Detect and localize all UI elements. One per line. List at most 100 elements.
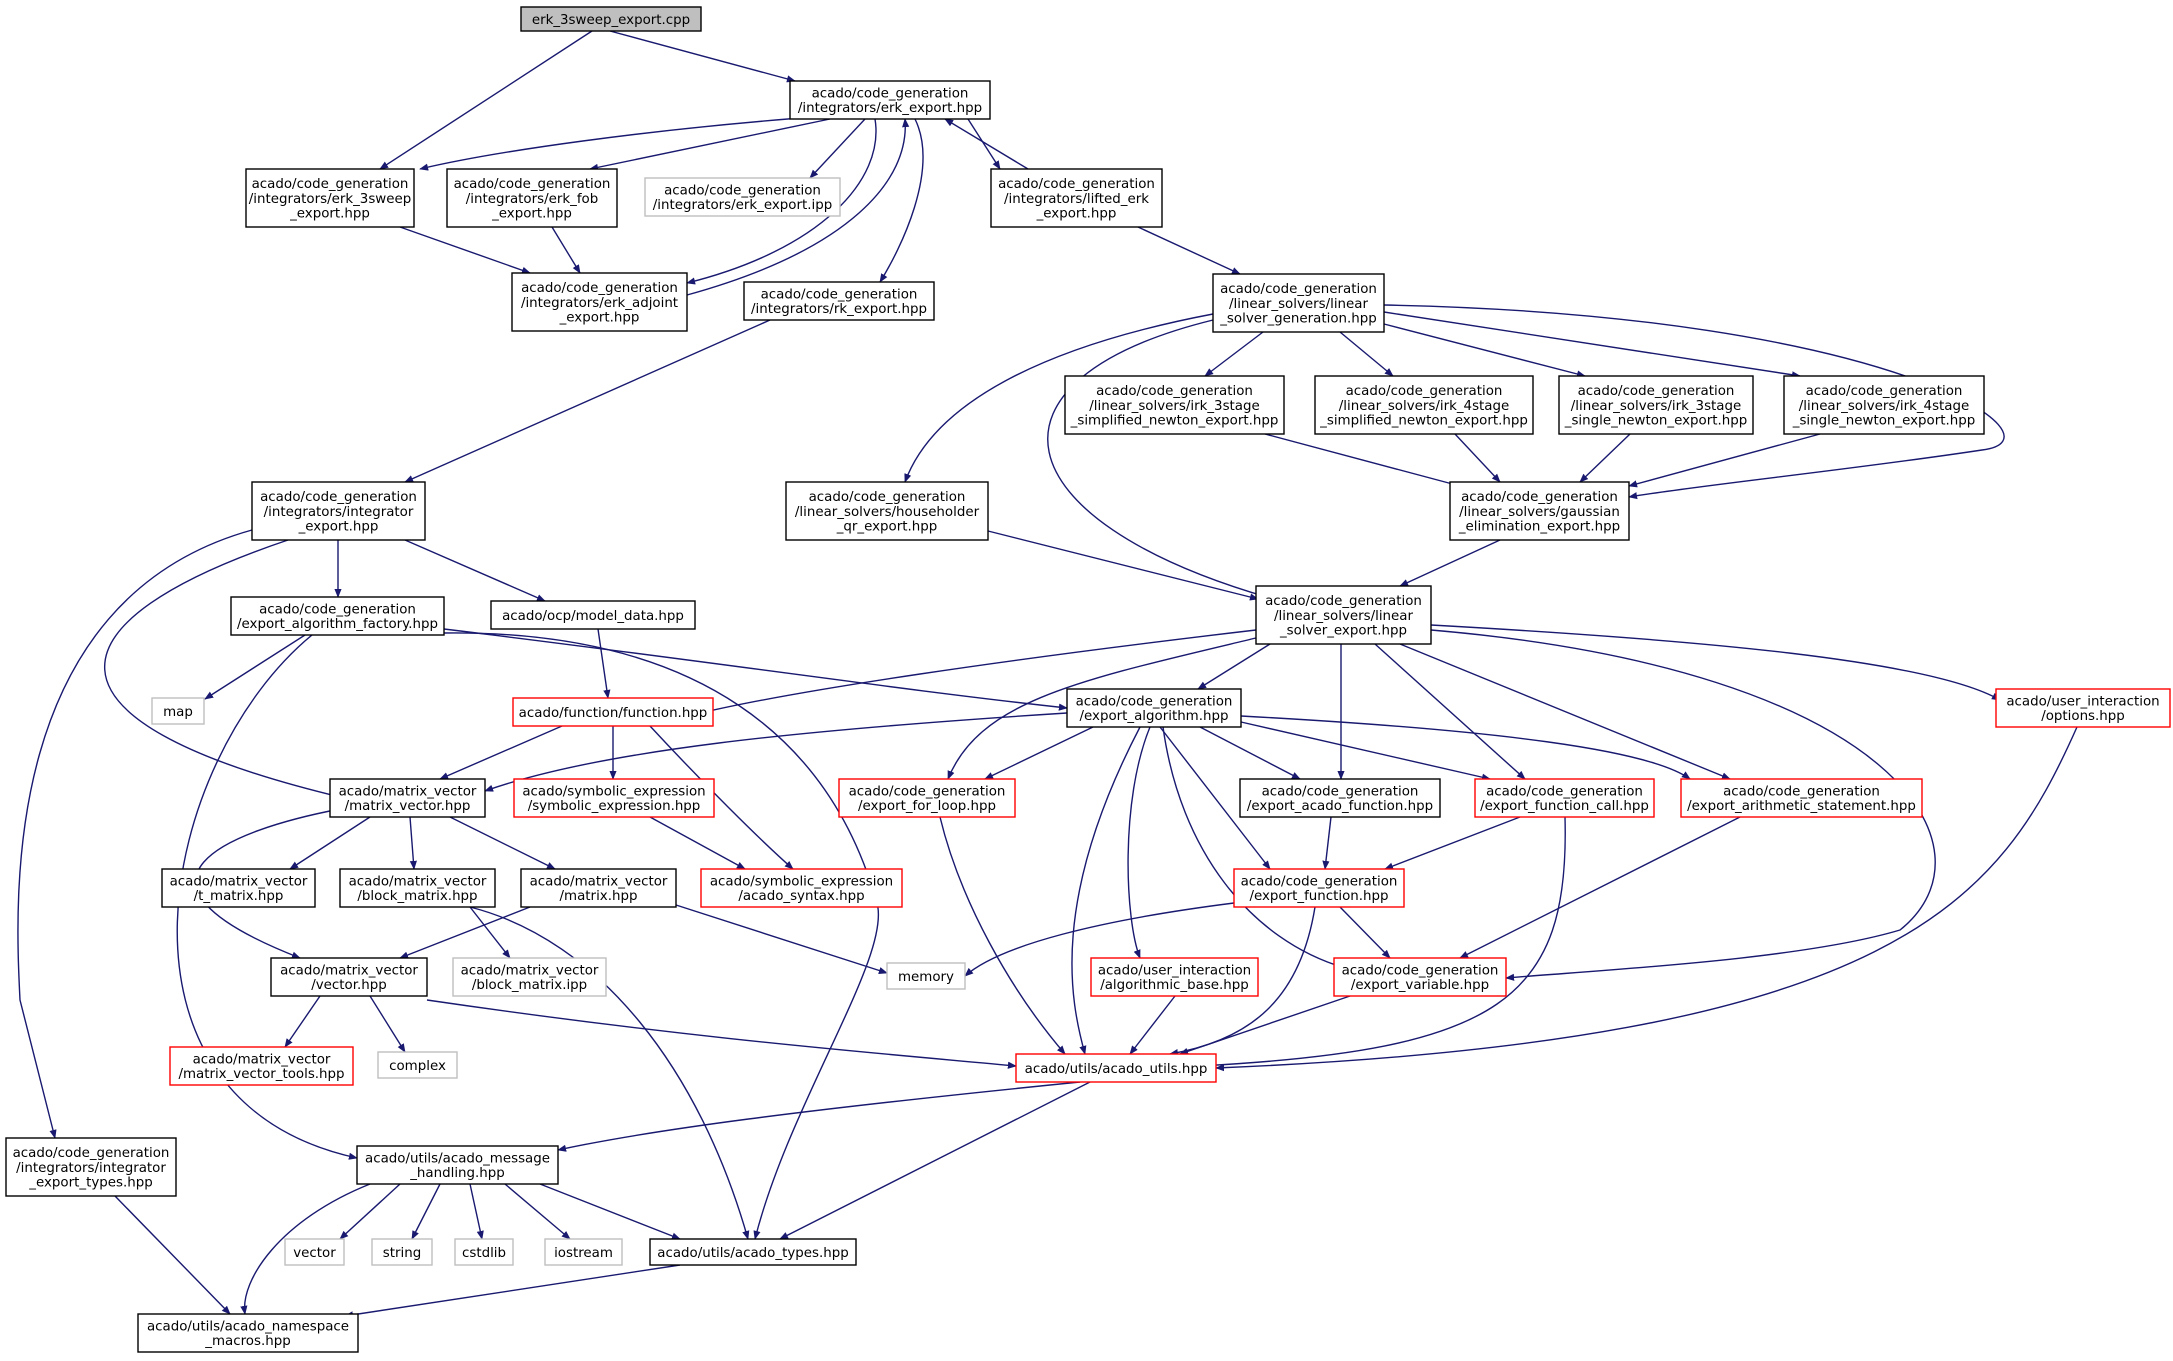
node-label-line: /linear_solvers/linear [1274, 609, 1414, 624]
node-box [454, 1238, 514, 1266]
edge-rk_export-to-integrator_export [404, 319, 771, 483]
node-vector[interactable]: acado/matrix_vector/vector.hpp [270, 957, 428, 997]
node-integrator_export[interactable]: acado/code_generation/integrators/integr… [251, 481, 426, 541]
node-gaussian[interactable]: acado/code_generation/linear_solvers/gau… [1449, 481, 1630, 541]
node-label-line: _export_types.hpp [28, 1175, 152, 1190]
node-complex: complex [377, 1051, 458, 1079]
node-label-line: acado/code_generation [1241, 875, 1398, 890]
node-acado_types[interactable]: acado/utils/acado_types.hpp [649, 1238, 857, 1266]
node-alg_factory[interactable]: acado/code_generation/export_algorithm_f… [230, 596, 445, 636]
node-label-line: /integrators/rk_export.hpp [751, 302, 927, 317]
node-arith[interactable]: acado/code_generation/export_arithmetic_… [1680, 778, 1923, 818]
node-erk_export[interactable]: acado/code_generation/integrators/erk_ex… [789, 80, 991, 120]
node-erk_fob[interactable]: acado/code_generation/integrators/erk_fo… [446, 168, 618, 228]
node-box [446, 168, 618, 228]
edge-symbolic_expr-to-acado_syntax [649, 816, 746, 870]
edge-lin_gen-to-gaussian [1383, 304, 2005, 500]
node-lin_gen[interactable]: acado/code_generation/linear_solvers/lin… [1212, 273, 1385, 333]
node-integrator_types[interactable]: acado/code_generation/integrators/integr… [5, 1137, 177, 1197]
node-label-line: acado/code_generation [809, 490, 966, 505]
edge-export_algorithm-to-export_function [1159, 726, 1271, 870]
node-options[interactable]: acado/user_interaction/options.hpp [1995, 688, 2171, 728]
node-box [339, 868, 496, 908]
node-label-line: acado/code_generation [1076, 695, 1233, 710]
node-label-line: /export_for_loop.hpp [858, 799, 996, 814]
node-msg_handling[interactable]: acado/utils/acado_message_handling.hpp [356, 1145, 559, 1185]
edge-irk3_single-to-gaussian [1579, 433, 1631, 483]
node-label-line: /symbolic_expression.hpp [528, 799, 701, 814]
node-box [700, 868, 903, 908]
node-alg_base[interactable]: acado/user_interaction/algorithmic_base.… [1090, 957, 1259, 997]
node-rk_export[interactable]: acado/code_generation/integrators/rk_exp… [743, 281, 935, 321]
node-matrix[interactable]: acado/matrix_vector/matrix.hpp [520, 868, 677, 908]
node-acado_function[interactable]: acado/code_generation/export_acado_funct… [1239, 778, 1441, 818]
node-label-line: acado/code_generation [454, 177, 611, 192]
node-namespace_macros[interactable]: acado/utils/acado_namespace_macros.hpp [137, 1313, 359, 1353]
node-acado_syntax[interactable]: acado/symbolic_expression/acado_syntax.h… [700, 868, 903, 908]
edge-acado_function-to-export_function [1322, 816, 1332, 870]
node-label-line: acado/user_interaction [1098, 964, 1251, 979]
node-box [284, 1238, 345, 1266]
node-label-line: acado/matrix_vector [530, 875, 668, 890]
node-symbolic_expr[interactable]: acado/symbolic_expression/symbolic_expre… [513, 778, 715, 818]
edge-matrix_vector-to-matrix [449, 816, 556, 870]
edge-export_algorithm-to-acado_utils [1071, 726, 1141, 1055]
node-label-line: memory [898, 970, 954, 985]
edge-msg_handling-to-cstdlib [469, 1183, 484, 1240]
node-label-line: _simplified_newton_export.hpp [1070, 413, 1279, 428]
node-acado_utils[interactable]: acado/utils/acado_utils.hpp [1015, 1053, 1217, 1083]
node-label-line: /linear_solvers/linear [1229, 297, 1369, 312]
edge-export_function-to-memory [964, 902, 1235, 977]
node-box [1449, 481, 1630, 541]
node-export_algorithm[interactable]: acado/code_generation/export_algorithm.h… [1066, 688, 1242, 728]
edge-erk_export-to-erk_ipp [809, 118, 866, 179]
edge-msg_handling-to-acado_types [539, 1183, 681, 1240]
node-box [789, 80, 991, 120]
node-function[interactable]: acado/function/function.hpp [512, 697, 714, 727]
node-erk_3sweep[interactable]: acado/code_generation/integrators/erk_3s… [245, 168, 415, 228]
node-block_matrix[interactable]: acado/matrix_vector/block_matrix.hpp [339, 868, 496, 908]
node-label-line: _export.hpp [298, 519, 379, 534]
node-label-line: acado/utils/acado_types.hpp [657, 1246, 848, 1261]
node-irk3_simp[interactable]: acado/code_generation/linear_solvers/irk… [1064, 375, 1285, 435]
node-irk4_single[interactable]: acado/code_generation/linear_solvers/irk… [1783, 375, 1985, 435]
node-label-line: /integrators/integrator [16, 1161, 166, 1176]
node-for_loop[interactable]: acado/code_generation/export_for_loop.hp… [838, 778, 1016, 818]
node-label-line: acado/code_generation [521, 281, 678, 296]
edge-lifted_erk-to-erk_export [944, 118, 1029, 170]
node-label-line: /export_algorithm_factory.hpp [237, 617, 438, 632]
node-mv_tools[interactable]: acado/matrix_vector/matrix_vector_tools.… [169, 1046, 354, 1086]
node-irk3_single[interactable]: acado/code_generation/linear_solvers/irk… [1558, 375, 1754, 435]
edge-export_algorithm-to-export_variable [1162, 726, 1346, 970]
node-lin_solver_export[interactable]: acado/code_generation/linear_solvers/lin… [1255, 585, 1432, 645]
node-memory: memory [886, 962, 966, 990]
node-box [161, 868, 316, 908]
node-label-line: map [163, 705, 193, 720]
edge-lin_gen-to-irk4_simp [1339, 331, 1394, 377]
node-label-line: acado/code_generation [1265, 594, 1422, 609]
node-label-line: _macros.hpp [204, 1334, 290, 1349]
node-root[interactable]: erk_3sweep_export.cpp [520, 6, 702, 32]
node-function_call[interactable]: acado/code_generation/export_function_ca… [1474, 778, 1655, 818]
node-export_function[interactable]: acado/code_generation/export_function.hp… [1233, 868, 1405, 908]
node-model_data[interactable]: acado/ocp/model_data.hpp [490, 600, 696, 630]
node-box [1066, 688, 1242, 728]
node-irk4_simp[interactable]: acado/code_generation/linear_solvers/irk… [1314, 375, 1534, 435]
node-label-line: acado/code_generation [1461, 490, 1618, 505]
node-label-line: acado/code_generation [260, 490, 417, 505]
edge-lin_solver_export-to-function_call [1374, 643, 1526, 780]
edge-msg_handling-to-std_vector [339, 1183, 401, 1240]
node-map: map [151, 697, 205, 725]
node-matrix_vector[interactable]: acado/matrix_vector/matrix_vector.hpp [329, 778, 486, 818]
node-label-line: acado/code_generation [1806, 384, 1963, 399]
node-box [329, 778, 486, 818]
edge-erk_export-to-erk_fob [589, 118, 831, 171]
node-erk_adjoint[interactable]: acado/code_generation/integrators/erk_ad… [511, 272, 688, 332]
node-lifted_erk[interactable]: acado/code_generation/integrators/lifted… [990, 168, 1163, 228]
node-householder[interactable]: acado/code_generation/linear_solvers/hou… [785, 481, 989, 541]
node-t_matrix[interactable]: acado/matrix_vector/t_matrix.hpp [161, 868, 316, 908]
node-export_variable[interactable]: acado/code_generation/export_variable.hp… [1333, 957, 1507, 997]
node-box [1015, 1053, 1217, 1083]
node-label-line: erk_3sweep_export.cpp [532, 13, 690, 28]
